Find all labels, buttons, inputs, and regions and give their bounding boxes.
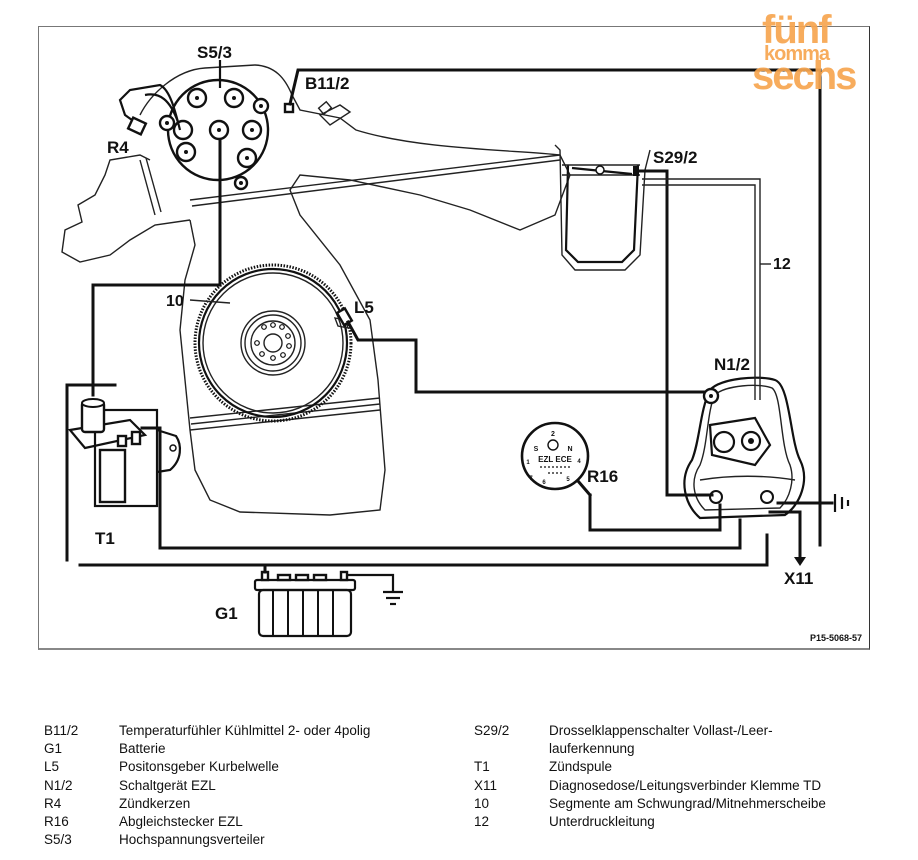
throttle-body (554, 144, 651, 271)
legend-item: S5/3 Hochspannungsverteiler (44, 831, 370, 849)
ignition-wiring-diagram: 2 S N EZL ECE 1 4 5 6 7 (61, 43, 862, 643)
legend-item: S29/2 Drosselklappenschalter Vollast-/Lee… (474, 722, 826, 740)
legend-item: L5 Positonsgeber Kurbelwelle (44, 758, 370, 776)
legend-code: 10 (474, 795, 490, 811)
legend-desc: Zündkerzen (119, 795, 191, 811)
ignition-coil-t1 (67, 398, 182, 508)
r16-dial-number: 1 (526, 460, 530, 466)
legend-code: R16 (44, 814, 69, 830)
legend-desc: Schaltgerät EZL (119, 777, 216, 793)
legend-column-left: B11/2 Temperaturfühler Kühlmittel 2- oder… (44, 722, 370, 849)
legend-desc: Positonsgeber Kurbelwelle (119, 759, 279, 775)
legend-code: S5/3 (44, 832, 72, 848)
legend-desc: Zündspule (549, 759, 613, 775)
label-b11-2: B11/2 (305, 74, 349, 93)
label-s29-2: S29/2 (653, 148, 697, 167)
r16-dial-letter: N (567, 446, 572, 453)
legend-code: L5 (44, 759, 60, 775)
r16-dial-number: 6 (542, 480, 546, 486)
label-g1: G1 (215, 604, 238, 623)
r16-dial-number: 4 (577, 459, 581, 465)
wiring (65, 68, 850, 606)
watermark-line3: sechs (752, 54, 857, 98)
legend-item: 12 Unterdruckleitung (474, 813, 826, 831)
flywheel-10 (189, 263, 353, 423)
legend-item: R16 Abgleichstecker EZL (44, 813, 370, 831)
legend-column-right: S29/2 Drosselklappenschalter Vollast-/Lee… (474, 722, 826, 831)
watermark-line2: komma (764, 43, 830, 65)
label-r16: R16 (587, 467, 618, 486)
watermark-logo: fünf komma sechs (752, 10, 912, 96)
legend-code: T1 (474, 759, 490, 775)
r16-dial-number: 2 (551, 431, 555, 438)
label-r4: R4 (107, 138, 129, 157)
legend-code: S29/2 (474, 723, 510, 738)
legend-desc: Unterdruckleitung (549, 814, 655, 830)
legend-item: N1/2 Schaltgerät EZL (44, 777, 370, 795)
legend-code: X11 (474, 777, 498, 793)
label-n1-2: N1/2 (714, 355, 750, 374)
legend-code: G1 (44, 741, 63, 757)
legend-item: 10 Segmente am Schwungrad/Mitnehmerscheib… (474, 795, 826, 813)
legend-item: G1 Batterie (44, 740, 370, 758)
r16-dial-text: EZL ECE (538, 455, 572, 464)
legend-code: R4 (44, 795, 62, 811)
legend-item: R4 Zündkerzen (44, 795, 370, 813)
legend-code: 12 (474, 814, 490, 830)
legend-item: X11 Diagnosedose/Leitungsverbinder Klemme… (474, 777, 826, 795)
label-10: 10 (166, 293, 184, 310)
r16-dial-number: 5 (566, 477, 570, 483)
legend-desc: Batterie (119, 741, 166, 757)
control-unit-n1-2 (683, 376, 805, 520)
diagram-frame (38, 26, 870, 650)
r16-dial-number: 7 (529, 476, 533, 482)
label-x11: X11 (784, 569, 813, 588)
legend-code: B11/2 (44, 723, 79, 738)
battery-g1 (253, 570, 357, 638)
label-s5-3: S5/3 (197, 43, 232, 62)
calibration-plug-r16: 2 S N EZL ECE 1 4 5 6 7 (520, 421, 593, 498)
label-12: 12 (773, 256, 791, 273)
distributor-s5-3 (118, 60, 270, 191)
watermark-line1: fünf (762, 8, 832, 52)
legend-item: B11/2 Temperaturfühler Kühlmittel 2- oder… (44, 722, 370, 740)
legend-desc: Drosselklappenschalter Vollast-/Leer- (549, 723, 773, 738)
legend-desc-continuation: lauferkennung (549, 741, 635, 757)
engine-outline (61, 64, 571, 516)
r16-dial-letter: S (534, 446, 539, 453)
legend-desc: Segmente am Schwungrad/Mitnehmerscheibe (549, 795, 826, 811)
figure-code: P15-5068-57 (810, 633, 862, 643)
legend-item: T1 Zündspule (474, 758, 826, 776)
label-t1: T1 (95, 529, 115, 548)
label-l5: L5 (354, 298, 374, 317)
legend-desc: Temperaturfühler Kühlmittel 2- oder 4pol… (119, 723, 371, 738)
legend-desc: Hochspannungsverteiler (119, 832, 265, 848)
legend-code: N1/2 (44, 777, 73, 793)
legend-desc: Abgleichstecker EZL (119, 814, 243, 830)
legend-desc: Diagnosedose/Leitungsverbinder Klemme TD (549, 777, 822, 793)
